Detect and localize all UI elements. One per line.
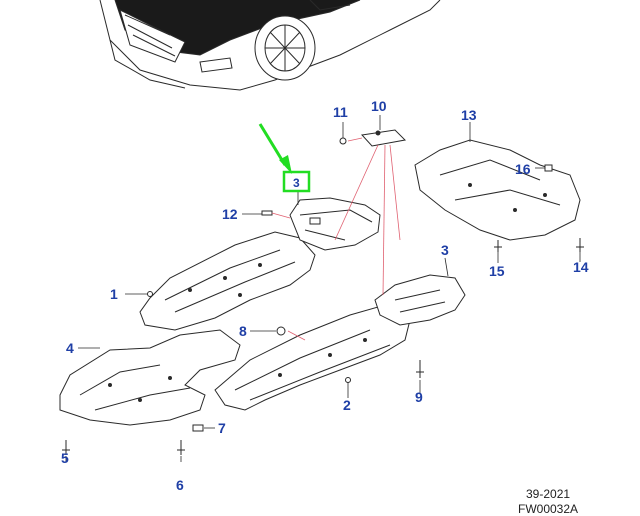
part-2-tray bbox=[214, 304, 411, 411]
fastener-8 bbox=[276, 326, 286, 336]
part-3-panel-upper bbox=[289, 197, 381, 251]
fastener-9 bbox=[416, 360, 424, 378]
drawing-id: FW00032A bbox=[518, 502, 579, 516]
fastener-5 bbox=[62, 440, 70, 455]
date-code: 39-2021 bbox=[526, 487, 571, 501]
part-13-tray bbox=[414, 139, 581, 241]
fastener-11 bbox=[339, 137, 347, 145]
callout-8: 8 bbox=[239, 323, 247, 339]
callout-1: 1 bbox=[110, 286, 118, 302]
fastener-6 bbox=[177, 440, 185, 455]
fastener-2 bbox=[345, 377, 351, 383]
callout-7: 7 bbox=[218, 420, 226, 436]
fasteners bbox=[62, 137, 584, 455]
callout-10: 10 bbox=[371, 98, 387, 114]
leader-lines bbox=[65, 115, 581, 462]
callout-14: 14 bbox=[573, 259, 589, 275]
part-4-tray bbox=[59, 329, 241, 426]
callout-3-highlighted: 3 bbox=[293, 176, 300, 190]
callout-2: 2 bbox=[343, 397, 351, 413]
callout-13: 13 bbox=[461, 107, 477, 123]
part-10-bracket bbox=[361, 129, 407, 147]
callout-15: 15 bbox=[489, 263, 505, 279]
green-box-icon bbox=[282, 170, 311, 193]
callout-16: 16 bbox=[515, 161, 531, 177]
callout-3: 3 bbox=[441, 242, 449, 258]
fastener-1 bbox=[147, 291, 153, 297]
green-arrow-icon bbox=[258, 123, 292, 174]
fastener-16 bbox=[544, 164, 553, 172]
fastener-12 bbox=[261, 210, 273, 216]
callout-11: 11 bbox=[333, 104, 348, 120]
fastener-7 bbox=[192, 424, 204, 432]
callout-12: 12 bbox=[222, 206, 238, 222]
callout-5: 5 bbox=[61, 450, 69, 466]
fastener-15 bbox=[494, 240, 502, 252]
part-1-tray bbox=[139, 231, 316, 331]
car-front-icon bbox=[99, 0, 441, 91]
callout-4: 4 bbox=[66, 340, 74, 356]
part-3-panel-lower bbox=[374, 274, 466, 326]
callout-6: 6 bbox=[176, 477, 184, 493]
callout-9: 9 bbox=[415, 389, 423, 405]
fastener-14 bbox=[576, 238, 584, 252]
red-leader-lines bbox=[271, 137, 401, 341]
